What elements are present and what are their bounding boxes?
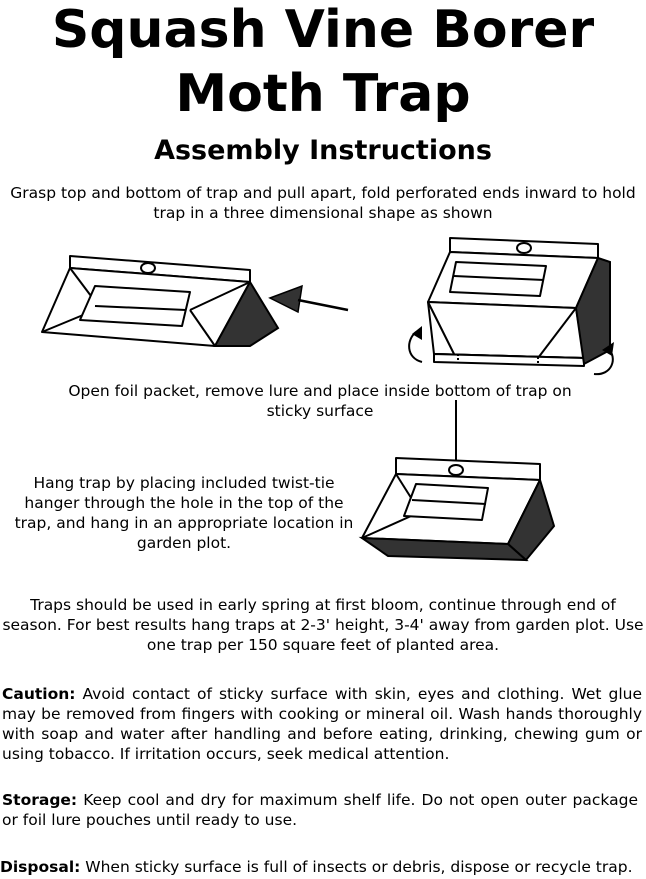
caution-label: Caution: xyxy=(2,685,76,703)
flat-trap-diagram xyxy=(41,255,349,347)
trap-end-flap xyxy=(213,280,280,347)
title-line-1: Squash Vine Borer xyxy=(51,0,595,60)
storage-label: Storage: xyxy=(2,791,78,809)
trap-window xyxy=(79,285,191,327)
hanging-trap-diagram xyxy=(358,400,556,562)
hanger-hole-icon xyxy=(448,464,464,476)
caution-text: Avoid contact of sticky surface with ski… xyxy=(2,685,642,763)
storage-text: Keep cool and dry for maximum shelf life… xyxy=(2,791,638,829)
subtitle: Assembly Instructions xyxy=(154,135,492,166)
arrow-left-icon xyxy=(268,284,349,314)
step-hang-text: Hang trap by placing included twist-tie … xyxy=(14,474,354,552)
disposal-text: When sticky surface is full of insects o… xyxy=(80,858,633,876)
step-fold-text: Grasp top and bottom of trap and pull ap… xyxy=(10,184,636,222)
hanger-hole-icon xyxy=(516,242,532,254)
hanger-hole-icon xyxy=(140,262,156,274)
assembled-trap-diagram xyxy=(408,237,614,376)
storage-paragraph: Storage: Keep cool and dry for maximum s… xyxy=(2,790,638,830)
caution-paragraph: Caution: Avoid contact of sticky surface… xyxy=(2,684,642,764)
disposal-paragraph: Disposal: When sticky surface is full of… xyxy=(0,857,646,877)
step-lure-text: Open foil packet, remove lure and place … xyxy=(68,382,572,420)
title-line-2: Moth Trap xyxy=(175,64,471,124)
disposal-label: Disposal: xyxy=(0,858,81,876)
usage-text: Traps should be used in early spring at … xyxy=(2,596,644,654)
